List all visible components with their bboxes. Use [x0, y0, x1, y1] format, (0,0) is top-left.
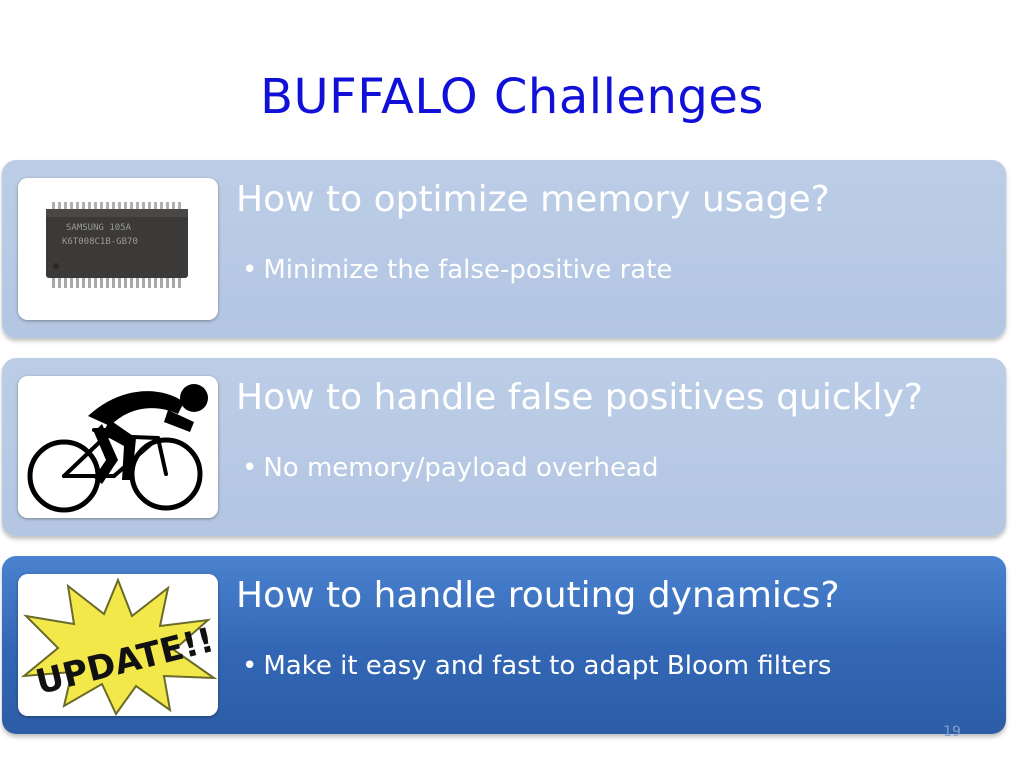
- update-burst-graphic: UPDATE!!: [18, 574, 218, 716]
- challenge-row-routing-dynamics: UPDATE!! How to handle routing dynamics?…: [2, 556, 1006, 734]
- bullet-text: Make it easy and fast to adapt Bloom fil…: [263, 651, 832, 681]
- cyclist-graphic: [18, 376, 218, 518]
- memory-chip-graphic: SAMSUNG 105A K6T008C1B-GB70: [18, 178, 218, 320]
- chip-label-line2: K6T008C1B-GB70: [62, 237, 138, 247]
- challenge-bullet: •No memory/payload overhead: [242, 450, 658, 486]
- challenge-row-memory: SAMSUNG 105A K6T008C1B-GB70 How to optim…: [2, 160, 1006, 338]
- slide-number: 19: [943, 724, 961, 740]
- bullet-text: Minimize the false-positive rate: [263, 255, 673, 285]
- chip-label-line1: SAMSUNG 105A: [66, 223, 132, 233]
- challenge-question: How to handle routing dynamics?: [236, 575, 840, 616]
- memory-chip-icon: SAMSUNG 105A K6T008C1B-GB70: [18, 178, 218, 320]
- bullet-text: No memory/payload overhead: [263, 453, 659, 483]
- bullet-icon: •: [242, 453, 258, 483]
- challenge-question: How to optimize memory usage?: [236, 179, 830, 220]
- challenge-row-false-positives: How to handle false positives quickly? •…: [2, 358, 1006, 536]
- cyclist-icon: [18, 376, 218, 518]
- update-burst-icon: UPDATE!!: [18, 574, 218, 716]
- slide-title: BUFFALO Challenges: [260, 69, 764, 125]
- challenge-bullet: •Minimize the false-positive rate: [242, 252, 672, 288]
- bullet-icon: •: [242, 651, 258, 681]
- bullet-icon: •: [242, 255, 258, 285]
- challenge-bullet: •Make it easy and fast to adapt Bloom fi…: [242, 648, 831, 684]
- challenge-question: How to handle false positives quickly?: [236, 377, 923, 418]
